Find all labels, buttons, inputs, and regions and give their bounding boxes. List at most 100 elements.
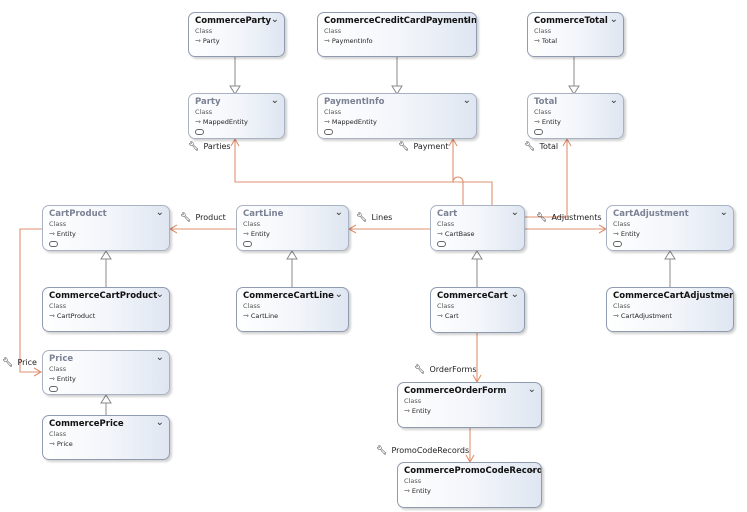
collapsed-members-icon[interactable] [534, 129, 543, 135]
base-type: ⇾Total [534, 36, 617, 47]
wrench-icon: 🔧︎ [180, 213, 192, 223]
chevron-double-down-icon[interactable]: ⌄ [609, 14, 618, 25]
assoc-label-parties[interactable]: 🔧︎Parties [188, 142, 231, 152]
class-commerce-total[interactable]: CommerceTotal Class ⇾Total ⌄ [527, 12, 624, 57]
class-kind: Class [49, 220, 67, 228]
class-cart-line[interactable]: CartLine Class ⇾Entity ⌄ [236, 205, 349, 251]
chevron-double-down-icon[interactable]: ⌄ [527, 464, 536, 475]
collapsed-members-icon[interactable] [243, 241, 252, 247]
assoc-total-arrow [562, 137, 572, 147]
class-name: Cart [437, 209, 458, 219]
class-commerce-order-form[interactable]: CommerceOrderForm Class ⇾Entity ⌄ [397, 382, 542, 428]
class-price[interactable]: Price Class ⇾Entity ⌄ [42, 350, 170, 395]
class-kind: Class [243, 302, 261, 310]
chevron-double-down-icon[interactable]: ⌄ [609, 95, 618, 106]
assoc-label-promocoderecords[interactable]: 🔧︎PromoCodeRecords [376, 446, 469, 456]
class-total[interactable]: Total Class ⇾Entity ⌄ [527, 93, 624, 139]
chevron-double-down-icon[interactable]: ⌄ [527, 384, 536, 395]
class-name: Price [49, 354, 74, 364]
collapsed-members-icon[interactable] [613, 241, 622, 247]
base-type-name: CartBase [444, 230, 475, 238]
base-type: ⇾CartProduct [49, 311, 163, 322]
chevron-double-down-icon[interactable]: ⌄ [270, 95, 279, 106]
chevron-double-down-icon[interactable]: ⌄ [510, 289, 519, 300]
base-type: ⇾Entity [49, 374, 163, 385]
chevron-double-down-icon[interactable]: ⌄ [270, 14, 279, 25]
class-commerce-promo-code-record[interactable]: CommercePromoCodeRecord Class ⇾Entity ⌄ [397, 462, 542, 508]
inheritance-lines [100, 57, 676, 415]
inherit-party-head [229, 85, 241, 95]
assoc-label-orderforms[interactable]: 🔧︎OrderForms [414, 365, 477, 375]
chevron-double-down-icon[interactable]: ⌄ [155, 207, 164, 218]
class-name: Total [534, 97, 558, 107]
class-commerce-cart[interactable]: CommerceCart Class ⇾Cart ⌄ [430, 287, 525, 333]
base-type: ⇾Entity [613, 229, 727, 240]
assoc-label-lines[interactable]: 🔧︎Lines [356, 213, 392, 223]
chevron-double-down-icon[interactable]: ⌄ [155, 289, 164, 300]
chevron-double-down-icon[interactable]: ⌄ [719, 207, 728, 218]
wrench-icon: 🔧︎ [524, 142, 536, 152]
inherit-cart-line-head [286, 250, 298, 260]
assoc-product-arrow [168, 224, 178, 234]
assoc-label-payment[interactable]: 🔧︎Payment [398, 142, 448, 152]
chevron-double-down-icon[interactable]: ⌄ [155, 352, 164, 363]
base-type: ⇾CartAdjustment [613, 311, 727, 322]
chevron-double-down-icon[interactable]: ⌄ [334, 289, 343, 300]
collapsed-members-icon[interactable] [437, 241, 446, 247]
class-name: CommerceOrderForm [404, 386, 507, 396]
chevron-double-down-icon[interactable]: ⌄ [462, 14, 471, 25]
class-commerce-cart-product[interactable]: CommerceCartProduct Class ⇾CartProduct ⌄ [42, 287, 170, 332]
assoc-label-total[interactable]: 🔧︎Total [524, 142, 558, 152]
inheritance-arrow-icon: ⇾ [404, 487, 410, 495]
assoc-label-price[interactable]: 🔧︎Price [2, 358, 37, 368]
chevron-double-down-icon[interactable]: ⌄ [510, 207, 519, 218]
wrench-icon: 🔧︎ [536, 213, 548, 223]
chevron-double-down-icon[interactable]: ⌄ [334, 207, 343, 218]
base-type: ⇾Cart [437, 311, 518, 322]
chevron-double-down-icon[interactable]: ⌄ [155, 417, 164, 428]
inherit-cart-adjustment-head [664, 250, 676, 260]
class-name: CommercePrice [49, 419, 124, 429]
wrench-icon: 🔧︎ [398, 142, 410, 152]
collapsed-members-icon[interactable] [49, 386, 58, 392]
base-type-name: CartProduct [56, 312, 96, 320]
class-cart-product[interactable]: CartProduct Class ⇾Entity ⌄ [42, 205, 170, 251]
inheritance-arrow-icon: ⇾ [534, 118, 540, 126]
base-type: ⇾MappedEntity [195, 117, 278, 128]
assoc-label-text: PromoCodeRecords [391, 446, 470, 455]
class-kind: Class [49, 365, 67, 373]
assoc-label-text: Price [17, 358, 37, 367]
base-type-name: Total [541, 37, 558, 45]
inheritance-arrow-icon: ⇾ [324, 37, 330, 45]
inheritance-arrow-icon: ⇾ [613, 312, 619, 320]
chevron-double-down-icon[interactable]: ⌄ [462, 95, 471, 106]
base-type: ⇾Entity [49, 229, 163, 240]
assoc-label-adjustments[interactable]: 🔧︎Adjustments [536, 213, 602, 223]
class-party[interactable]: Party Class ⇾MappedEntity ⌄ [188, 93, 285, 139]
base-type-name: Cart [444, 312, 459, 320]
class-cart-adjustment[interactable]: CartAdjustment Class ⇾Entity ⌄ [606, 205, 734, 251]
collapsed-members-icon[interactable] [49, 241, 58, 247]
base-type-name: Entity [250, 230, 270, 238]
assoc-label-product[interactable]: 🔧︎Product [180, 213, 226, 223]
class-name: CommerceCartLine [243, 291, 334, 301]
class-commerce-credit-card-payment-info[interactable]: CommerceCreditCardPaymentInfo Class ⇾Pay… [317, 12, 477, 57]
collapsed-members-icon[interactable] [324, 129, 333, 135]
inheritance-arrow-icon: ⇾ [49, 230, 55, 238]
class-payment-info[interactable]: PaymentInfo Class ⇾MappedEntity ⌄ [317, 93, 477, 139]
class-commerce-cart-adjustment[interactable]: CommerceCartAdjustment Class ⇾CartAdjust… [606, 287, 734, 332]
base-type-name: CartAdjustment [620, 312, 672, 320]
class-commerce-cart-line[interactable]: CommerceCartLine Class ⇾CartLine ⌄ [236, 287, 349, 332]
class-cart[interactable]: Cart Class ⇾CartBase ⌄ [430, 205, 525, 251]
base-type: ⇾Entity [243, 229, 342, 240]
inheritance-arrow-icon: ⇾ [243, 312, 249, 320]
chevron-double-down-icon[interactable]: ⌄ [719, 289, 728, 300]
class-commerce-party[interactable]: CommerceParty Class ⇾Party ⌄ [188, 12, 285, 57]
wrench-icon: 🔧︎ [376, 446, 388, 456]
class-commerce-price[interactable]: CommercePrice Class ⇾Price ⌄ [42, 415, 170, 460]
class-name: CommercePromoCodeRecord [404, 466, 542, 476]
assoc-label-text: Adjustments [551, 213, 602, 222]
collapsed-members-icon[interactable] [195, 129, 204, 135]
base-type: ⇾Price [49, 439, 163, 450]
